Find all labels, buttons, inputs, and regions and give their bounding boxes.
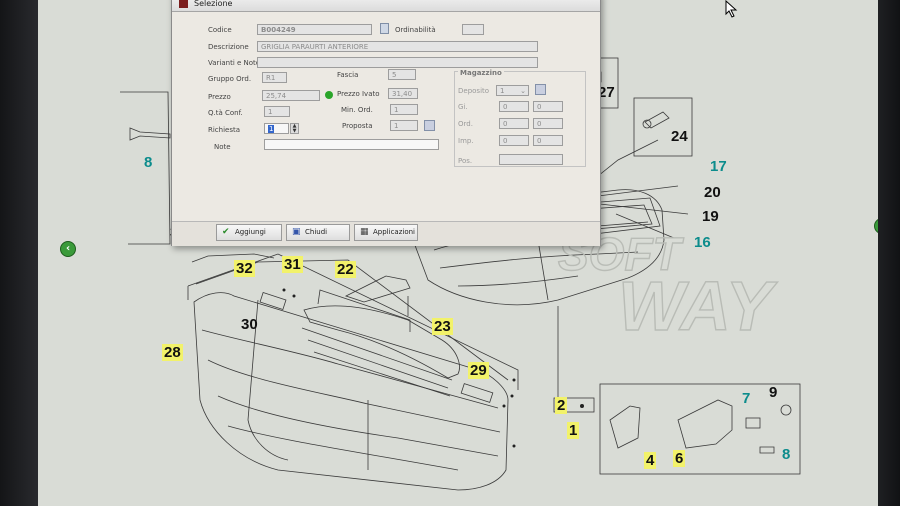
part-number-label[interactable]: 28 — [162, 344, 183, 361]
part-number-label[interactable]: 1 — [567, 422, 580, 439]
varianti-field[interactable] — [257, 57, 538, 68]
part-number-label[interactable]: 6 — [673, 450, 686, 467]
part-number-label[interactable]: 24 — [671, 128, 688, 145]
qta-conf-label: Q.tà Conf. — [208, 109, 243, 117]
richiesta-field[interactable]: 1 — [264, 123, 289, 134]
proposta-field[interactable]: 1 — [390, 120, 418, 131]
magazzino-group — [454, 71, 586, 167]
descrizione-label: Descrizione — [208, 43, 249, 51]
min-ord-field[interactable]: 1 — [390, 104, 418, 115]
note-field[interactable] — [264, 139, 439, 150]
part-number-label[interactable]: 31 — [282, 256, 303, 273]
part-number-label[interactable]: 19 — [702, 208, 719, 225]
aggiungi-label: Aggiungi — [235, 228, 266, 236]
part-number-label[interactable]: 32 — [234, 260, 255, 277]
chiudi-button[interactable]: ▣ Chiudi — [286, 224, 350, 241]
selezione-dialog: Selezione Codice B004249 Ordinabilità De… — [171, 0, 601, 246]
fascia-field[interactable]: 5 — [388, 69, 416, 80]
richiesta-label: Richiesta — [208, 126, 241, 134]
part-number-label[interactable]: 7 — [742, 390, 751, 407]
deposito-chart-icon[interactable] — [535, 84, 546, 95]
part-number-label[interactable]: 9 — [769, 384, 778, 401]
applicazioni-button[interactable]: ▦ Applicazioni — [354, 224, 418, 241]
richiesta-spinner[interactable]: ▲▼ — [290, 123, 299, 134]
dialog-titlebar[interactable]: Selezione — [172, 0, 600, 12]
gruppo-ord-field[interactable]: R1 — [262, 72, 287, 83]
ord-field-2[interactable]: 0 — [533, 118, 563, 129]
imp-label: Imp. — [458, 137, 474, 145]
pos-label: Pos. — [458, 157, 473, 165]
applicazioni-label: Applicazioni — [373, 228, 415, 236]
part-number-label[interactable]: 29 — [468, 362, 489, 379]
ord-label: Ord. — [458, 120, 473, 128]
watermark-way: WAY — [618, 267, 778, 345]
part-number-label[interactable]: 8 — [144, 154, 153, 171]
prezzo-label: Prezzo — [208, 93, 231, 101]
part-number-label[interactable]: 16 — [694, 234, 711, 251]
part-number-label[interactable]: 20 — [704, 184, 721, 201]
descrizione-field[interactable]: GRIGLIA PARAURTI ANTERIORE — [257, 41, 538, 52]
varianti-label: Varianti e Note — [208, 59, 261, 67]
checkmark-icon: ✔ — [222, 227, 230, 237]
prezzo-ivato-label: Prezzo Ivato — [337, 90, 380, 98]
imp-field-1[interactable]: 0 — [499, 135, 529, 146]
part-number-label[interactable]: 27 — [598, 84, 615, 101]
prev-page-arrow[interactable]: ‹ — [60, 241, 76, 257]
chevron-down-icon: ⌄ — [520, 87, 526, 95]
screen: SOFT WAY ‹ › 27 24 17 20 19 16 8 3 32 31… — [38, 0, 878, 506]
richiesta-value: 1 — [268, 125, 275, 133]
note-label: Note — [214, 143, 231, 151]
proposta-label: Proposta — [342, 122, 373, 130]
codice-field[interactable]: B004249 — [257, 24, 372, 35]
qta-conf-field[interactable]: 1 — [264, 106, 290, 117]
ord-field-1[interactable]: 0 — [499, 118, 529, 129]
part-number-label[interactable]: 4 — [644, 452, 657, 469]
prezzo-field[interactable]: 25,74 — [262, 90, 320, 101]
pos-field[interactable] — [499, 154, 563, 165]
price-status-icon — [325, 91, 333, 99]
deposito-value: 1 — [500, 87, 505, 95]
ordinabilita-field[interactable] — [462, 24, 484, 35]
imp-field-2[interactable]: 0 — [533, 135, 563, 146]
dialog-title: Selezione — [194, 0, 233, 8]
prezzo-ivato-field[interactable]: 31,40 — [388, 88, 418, 99]
grid-icon: ▦ — [360, 227, 369, 237]
gi-field-1[interactable]: 0 — [499, 101, 529, 112]
part-number-label[interactable]: 17 — [710, 158, 727, 175]
aggiungi-button[interactable]: ✔ Aggiungi — [216, 224, 282, 241]
document-icon[interactable] — [380, 23, 389, 34]
deposito-label: Deposito — [458, 87, 490, 95]
close-door-icon: ▣ — [292, 227, 301, 237]
proposta-icon[interactable] — [424, 120, 435, 131]
part-number-label[interactable]: 23 — [432, 318, 453, 335]
chiudi-label: Chiudi — [305, 228, 328, 236]
codice-label: Codice — [208, 26, 232, 34]
app-icon — [179, 0, 188, 8]
mouse-pointer-icon — [725, 0, 738, 18]
part-number-label[interactable]: 22 — [335, 261, 356, 278]
gi-label: Gi. — [458, 103, 468, 111]
part-number-label[interactable]: 30 — [241, 316, 258, 333]
min-ord-label: Min. Ord. — [341, 106, 373, 114]
part-number-label[interactable]: 2 — [555, 397, 568, 414]
gi-field-2[interactable]: 0 — [533, 101, 563, 112]
part-number-label[interactable]: 8 — [782, 446, 791, 463]
ordinabilita-label: Ordinabilità — [395, 26, 436, 34]
fascia-label: Fascia — [337, 71, 359, 79]
deposito-select[interactable]: 1⌄ — [496, 85, 529, 96]
magazzino-title: Magazzino — [458, 69, 504, 77]
gruppo-ord-label: Gruppo Ord. — [208, 75, 252, 83]
